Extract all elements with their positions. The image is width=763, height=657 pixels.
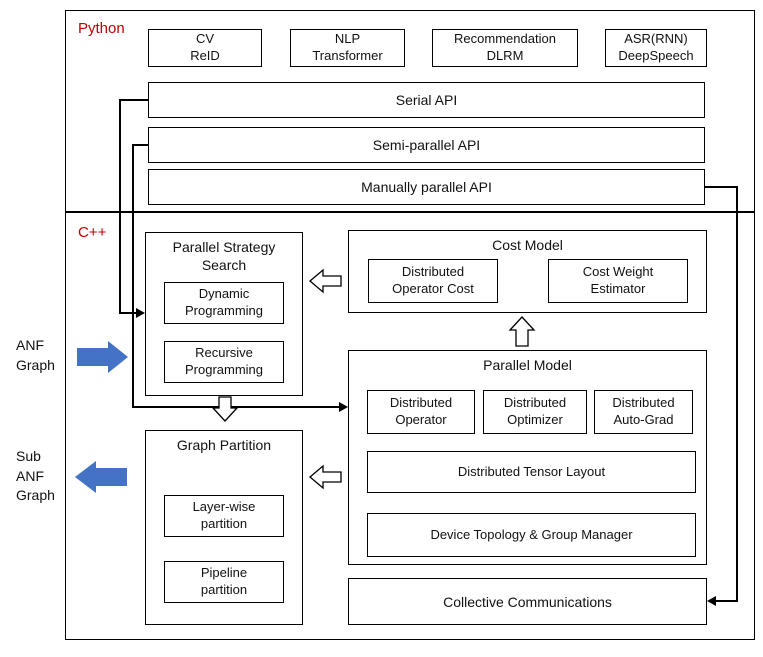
app-box-nlp-transformer: NLP Transformer <box>290 29 405 67</box>
pipeline-partition-box: Pipeline partition <box>164 561 284 603</box>
sub-anf-graph-label: Sub ANF Graph <box>16 448 55 504</box>
graph-partition-title: Graph Partition <box>176 437 272 453</box>
cost-weight-estimator-box: Cost Weight Estimator <box>548 259 688 303</box>
graph-partition-box: Graph Partition Layer-wise partition Pip… <box>145 430 303 625</box>
distributed-tensor-layout-box: Distributed Tensor Layout <box>367 451 696 493</box>
cost-model-box: Cost Model Distributed Operator Cost Cos… <box>348 230 707 313</box>
layer-wise-partition-box: Layer-wise partition <box>164 495 284 537</box>
app-box-asr-deepspeech: ASR(RNN) DeepSpeech <box>605 29 707 67</box>
parallel-strategy-search-title: Parallel Strategy Search <box>172 239 276 273</box>
parallel-model-title: Parallel Model <box>483 357 572 373</box>
anf-graph-label: ANF Graph <box>16 337 55 373</box>
dynamic-programming-box: Dynamic Programming <box>164 282 284 324</box>
recursive-programming-box: Recursive Programming <box>164 341 284 383</box>
parallel-strategy-search-box: Parallel Strategy Search Dynamic Program… <box>145 232 303 396</box>
distributed-operator-cost-box: Distributed Operator Cost <box>368 259 498 303</box>
device-topology-group-manager-box: Device Topology & Group Manager <box>367 513 696 557</box>
python-section-label: Python <box>78 20 125 37</box>
app-box-recommendation-dlrm: Recommendation DLRM <box>432 29 578 67</box>
api-bar-manually-parallel: Manually parallel API <box>148 169 705 205</box>
distributed-auto-grad-box: Distributed Auto-Grad <box>594 390 693 434</box>
cost-model-title: Cost Model <box>492 237 563 253</box>
parallel-model-box: Parallel Model Distributed Operator Dist… <box>348 350 707 565</box>
app-box-cv-reid: CV ReID <box>148 29 262 67</box>
api-bar-semi-parallel: Semi-parallel API <box>148 127 705 163</box>
cpp-section-label: C++ <box>78 224 107 241</box>
collective-communications-bar: Collective Communications <box>348 578 707 625</box>
api-bar-serial: Serial API <box>148 82 705 118</box>
distributed-optimizer-box: Distributed Optimizer <box>483 390 587 434</box>
distributed-operator-box: Distributed Operator <box>367 390 475 434</box>
